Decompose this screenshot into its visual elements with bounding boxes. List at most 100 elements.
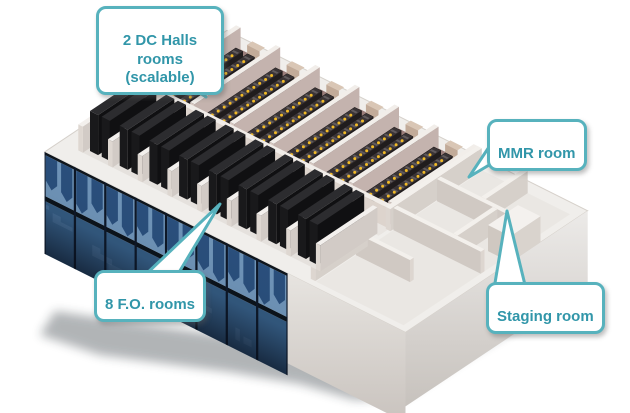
fo-air-handler-unit [220, 145, 276, 181]
floor-light-dot [359, 153, 363, 157]
floor-light-dot [381, 184, 385, 188]
fo-partition-wall-cap [256, 213, 261, 242]
rack-rung [276, 80, 285, 84]
annex-wall [393, 205, 485, 252]
rack-rung [343, 128, 351, 132]
fo-unit-front [179, 155, 188, 200]
rack-rung [337, 118, 346, 122]
rack-rung [356, 119, 364, 124]
annex-divider-wall-cap [385, 206, 391, 232]
floor-light-dot [313, 137, 317, 141]
staging-room-wall-cap [410, 257, 414, 283]
rack-rung [324, 140, 332, 145]
floor-light-dot [230, 68, 234, 71]
floor-light-dot [291, 105, 295, 109]
rack-rung [401, 135, 410, 140]
floor-light-dot [321, 99, 325, 103]
floor-light-dot [365, 163, 368, 166]
floor-light-dot [347, 161, 351, 165]
rack-rung [257, 92, 266, 97]
floor-light-dot [365, 149, 369, 153]
rack-rung [391, 188, 399, 193]
fo-unit-front [250, 191, 259, 236]
rack-rung [389, 143, 397, 148]
rack-rung [319, 130, 327, 135]
fo-unit-front [90, 111, 99, 156]
rack-rung [429, 149, 438, 154]
rack-rung [364, 160, 372, 165]
floor-light-dot [274, 117, 278, 121]
floor-light-dot [246, 89, 250, 93]
rack-rung [270, 84, 278, 89]
callout-mmr-room: MMR room [487, 119, 587, 171]
floor-light-dot [280, 113, 283, 117]
floor-light-dot [347, 174, 351, 178]
rack-rung [304, 94, 312, 98]
floor-light-dot [410, 165, 414, 169]
floor-light-dot [285, 123, 289, 127]
floor-light-dot [303, 111, 307, 115]
callout-dc-halls-label: 2 DC Halls rooms (scalable) [122, 31, 198, 87]
bay-partition-wall-side [273, 87, 360, 166]
floor-light-dot [404, 169, 408, 172]
rack-rung [258, 78, 267, 83]
bay-partition-wall-side [353, 126, 439, 206]
rack-rung [404, 166, 412, 170]
rack-rung [297, 112, 305, 117]
floor-light-dot [392, 190, 396, 194]
rack-rung [358, 150, 366, 155]
right-corner-block [488, 205, 541, 237]
mmr-room-front-wall [436, 176, 528, 223]
floor-light-dot [309, 107, 313, 111]
fo-air-handler-unit [190, 130, 246, 166]
fo-air-handler-unit [279, 174, 335, 210]
rack-rung [349, 123, 357, 128]
rack-rung [395, 139, 403, 144]
rack-rung [243, 56, 251, 60]
callout-tail-fo [141, 202, 222, 279]
rack-rung [273, 115, 281, 119]
rack-rung [264, 88, 272, 93]
fo-air-handler-unit [250, 160, 305, 196]
fo-partition-wall-cap [78, 124, 83, 153]
floor-light-dot [252, 99, 256, 103]
fo-unit-front [119, 125, 128, 170]
floor-light-dot [188, 95, 192, 99]
floor-light-dot [307, 155, 311, 158]
rack-rung [318, 144, 326, 149]
floor-light-dot [228, 115, 232, 119]
crac-unit-top [365, 100, 384, 111]
fo-rooms-group [78, 80, 378, 272]
fo-air-handler-unit [131, 100, 186, 136]
floor-light-dot [382, 151, 386, 155]
fo-air-handler-unit [149, 109, 204, 145]
fo-partition-wall-cap [226, 198, 232, 227]
rack-rung [232, 109, 240, 114]
rack-rung [377, 137, 385, 142]
rack-rung [428, 163, 437, 168]
floor-light-dot [236, 64, 240, 67]
annex-divider-wall [385, 145, 482, 210]
floor-light-dot [234, 111, 238, 115]
floor-light-dot [279, 127, 283, 131]
rack-rung [382, 147, 391, 152]
floor-light-dot [242, 60, 246, 64]
floor-light-dot [275, 83, 279, 87]
floor-light-dot [343, 131, 347, 135]
floor-light-dot [404, 182, 408, 186]
floor-light-dot [341, 165, 345, 168]
bay-partition-wall-side [313, 106, 399, 186]
rack-rung [284, 120, 293, 125]
floor-light-dot [301, 145, 305, 149]
rack-rung [403, 180, 411, 185]
annex-divider-wall-side [390, 148, 482, 232]
floor-light-dot [335, 169, 339, 172]
fo-unit-front [131, 131, 140, 176]
floor-light-dot [264, 78, 268, 81]
fo-partition-wall-side [320, 207, 378, 272]
rack-rung [266, 119, 275, 124]
callout-fo-rooms-label: 8 F.O. rooms [105, 295, 196, 313]
floor-light-dot [370, 159, 374, 162]
floor-light-dot [224, 58, 228, 62]
rack-rung [246, 86, 254, 91]
